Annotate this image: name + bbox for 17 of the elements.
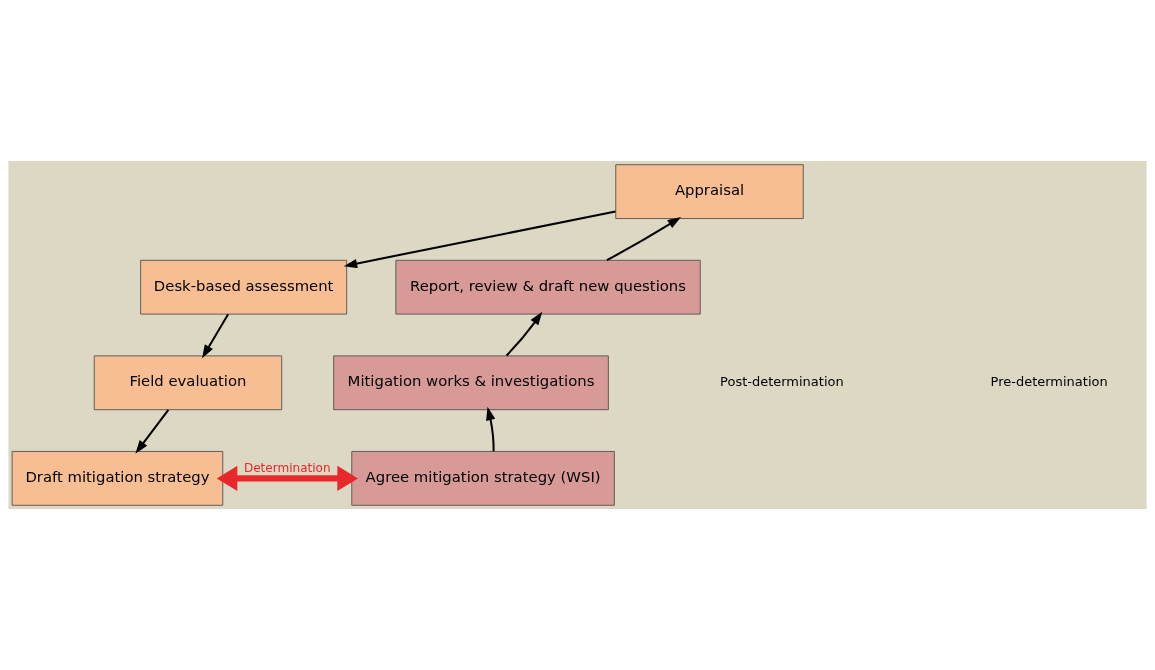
node-box: Report, review & draft new questions [395,259,701,315]
label: Post-determination [720,374,844,390]
edge-label: Determination [243,461,331,476]
node-box: Desk-based assessment [140,259,348,315]
arrow [505,311,543,357]
node-box: Mitigation works & investigations [333,355,609,411]
arrow [486,406,496,452]
arrow [606,217,682,262]
node-box: Draft mitigation strategy [11,451,224,506]
node-box: Appraisal [615,164,804,219]
node-box: Agree mitigation strategy (WSI) [351,451,615,506]
label: Pre-determination [990,374,1108,390]
arrow [135,409,170,454]
arrow [216,465,358,491]
arrow [202,313,230,359]
arrow [343,210,616,269]
node-box: Field evaluation [93,355,283,411]
